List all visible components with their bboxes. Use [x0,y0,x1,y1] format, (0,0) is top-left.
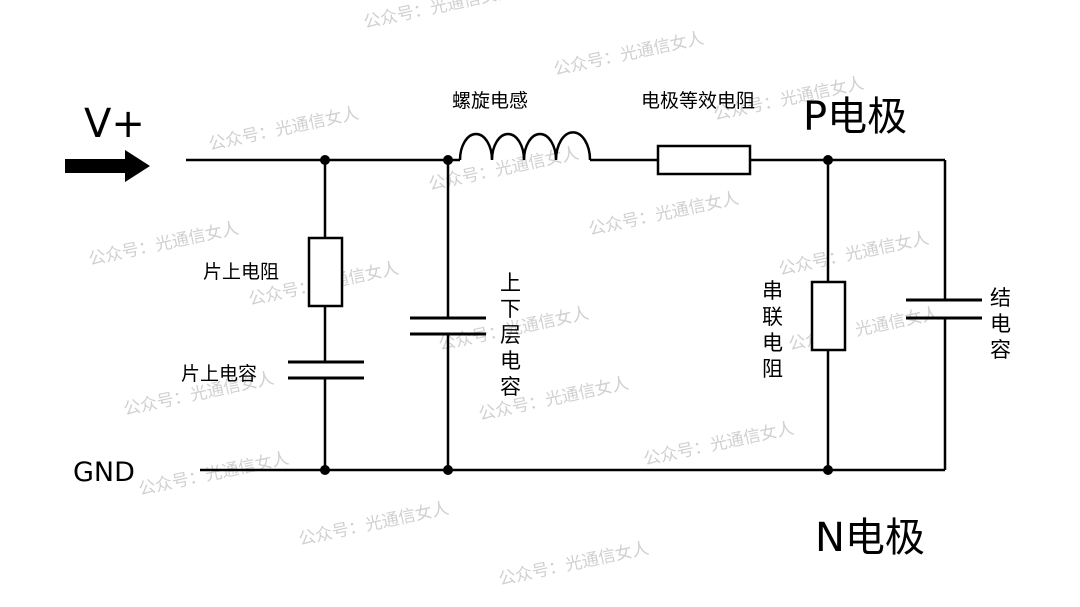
junction-dot [320,155,330,165]
electrode-resistance-label: 电极等效电阻 [641,90,755,112]
watermark: 公众号：光通信女人 [362,0,516,33]
series-resistor-label: 串 联 电 阻 [762,279,783,381]
junction-dot [443,465,453,475]
input-arrow-icon [65,150,150,182]
junction-capacitor-label: 结 电 容 [990,286,1011,362]
watermark: 公众号：光通信女人 [787,304,941,355]
label-char: 电 [762,331,783,355]
layer-capacitor-label: 上 下 层 电 容 [500,271,521,399]
chip-capacitor-symbol [288,360,364,380]
label-char: 联 [762,305,783,329]
label-char: 下 [500,297,521,321]
label-char: 阻 [762,357,783,381]
label-char: 电 [500,349,521,373]
vplus-label: V+ [84,101,145,147]
label-char: 串 [762,279,783,303]
watermark: 公众号：光通信女人 [642,419,796,470]
layer-capacitor-symbol [410,316,486,336]
watermark: 公众号：光通信女人 [587,189,741,240]
spiral-inductor-symbol [458,131,592,161]
junction-dot [443,155,453,165]
gnd-label: GND [73,457,135,488]
junction-dot [823,155,833,165]
p-electrode-label: P电极 [803,94,907,140]
spiral-inductor-label: 螺旋电感 [452,90,528,112]
watermark: 公众号：光通信女人 [137,449,291,500]
watermark: 公众号：光通信女人 [552,29,706,80]
label-char: 容 [500,375,521,399]
n-electrode-label: N电极 [815,515,925,561]
junction-capacitor-symbol [906,298,982,320]
junction-dot [320,465,330,475]
watermark: 公众号：光通信女人 [777,229,931,280]
chip-capacitor-label: 片上电容 [181,363,257,385]
label-char: 电 [990,312,1011,336]
label-char: 容 [990,338,1011,362]
label-char: 层 [500,323,521,347]
junction-dots [320,155,833,475]
chip-resistor-symbol [307,236,344,308]
watermark: 公众号：光通信女人 [297,499,451,550]
series-resistor-symbol [810,280,847,352]
label-char: 结 [990,286,1011,310]
chip-resistor-label: 片上电阻 [203,261,279,283]
watermark: 公众号：光通信女人 [497,539,651,590]
label-char: 上 [500,271,521,295]
electrode-resistor-symbol [656,144,752,176]
watermark: 公众号：光通信女人 [207,104,361,155]
junction-dot [823,465,833,475]
